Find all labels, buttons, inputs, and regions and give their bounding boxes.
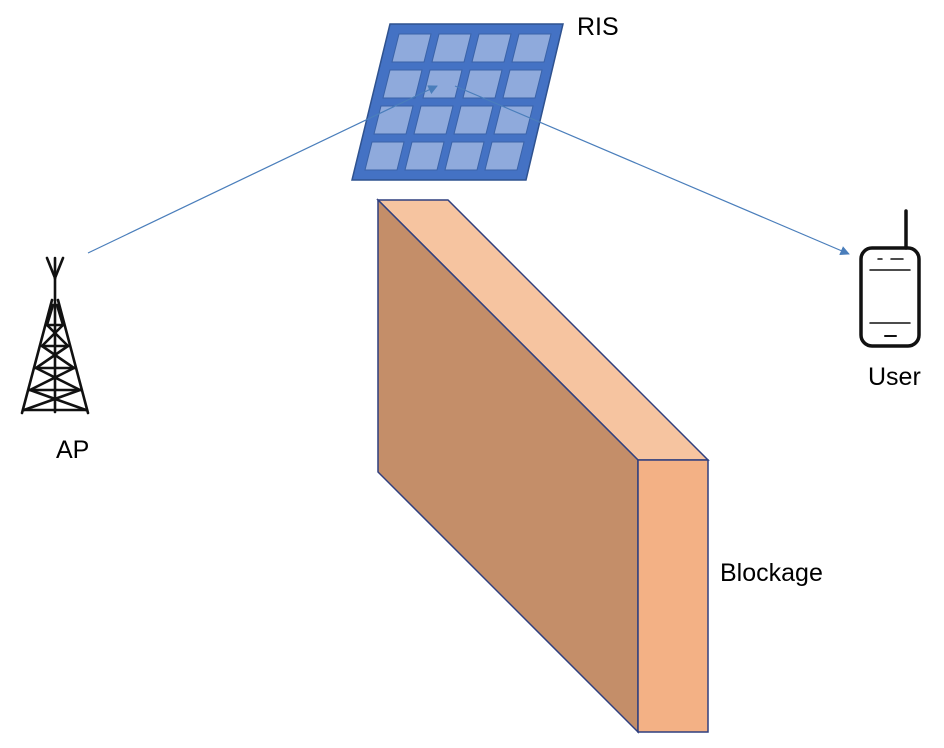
ris-element — [484, 141, 525, 171]
ris-element — [453, 105, 494, 135]
ris-element — [493, 105, 534, 135]
ap-to-ris-link — [87, 85, 438, 254]
ris-element — [471, 33, 512, 63]
ris-panel — [351, 23, 564, 181]
ris-element — [364, 141, 405, 171]
blockage-label: Blockage — [720, 559, 823, 587]
ris-element — [413, 105, 454, 135]
ap-label: AP — [56, 436, 90, 464]
ris-element — [422, 69, 463, 99]
ris-element — [404, 141, 445, 171]
cell-tower-icon — [20, 256, 90, 415]
ris-element — [444, 141, 485, 171]
mobile-phone-icon — [859, 209, 921, 348]
ris-element — [382, 69, 423, 99]
ris-to-user-link — [454, 85, 850, 256]
ris-element — [462, 69, 503, 99]
ris-element — [391, 33, 432, 63]
ris-element — [431, 33, 472, 63]
wall-side-face — [637, 459, 709, 733]
ris-label: RIS — [577, 13, 619, 41]
ris-element-grid — [364, 33, 552, 171]
ris-element — [502, 69, 543, 99]
ris-frame — [351, 23, 564, 181]
ris-element — [511, 33, 552, 63]
ris-element — [373, 105, 414, 135]
user-label: User — [868, 363, 921, 391]
blockage-wall — [376, 198, 710, 734]
